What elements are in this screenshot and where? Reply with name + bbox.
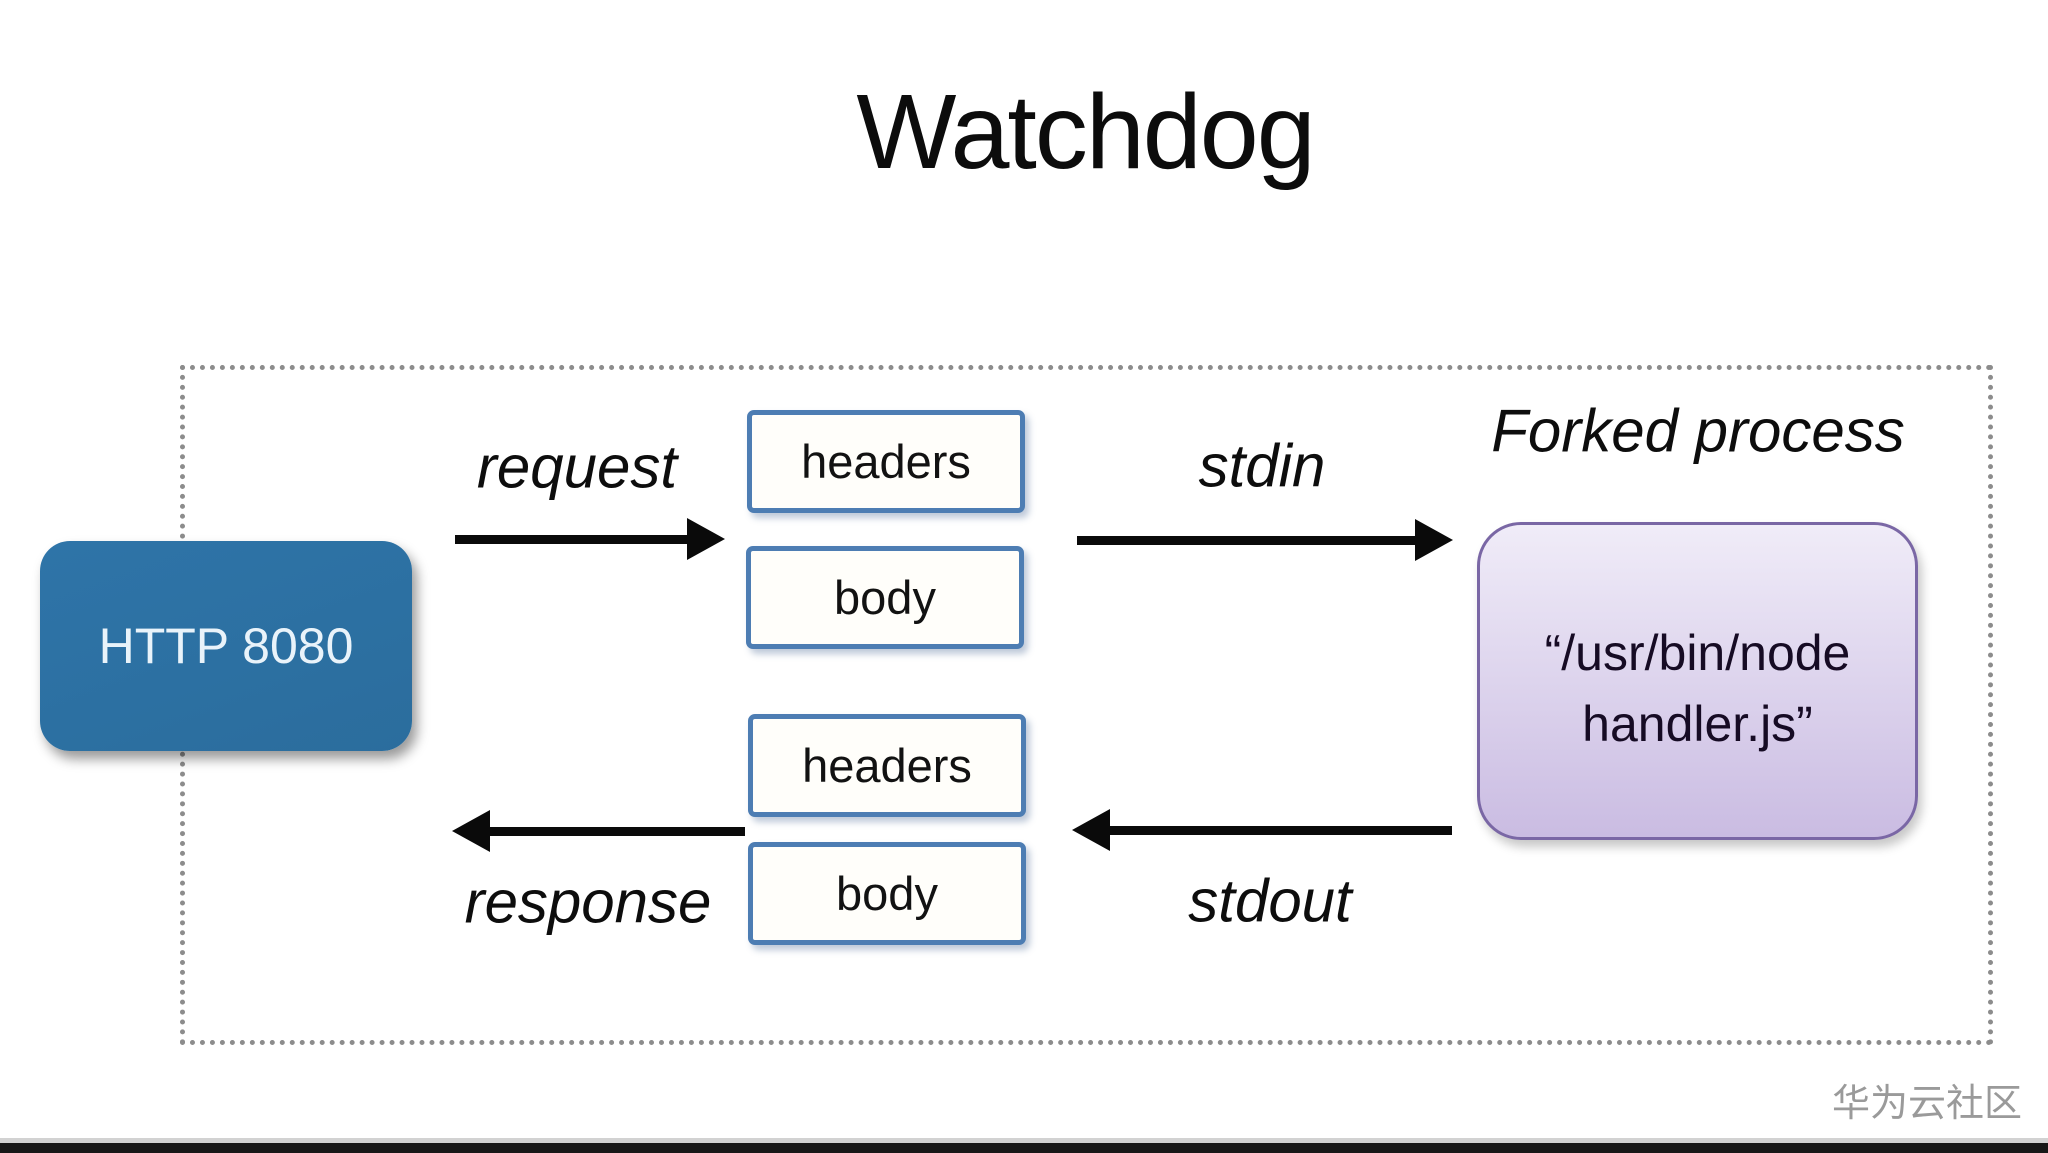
bottom-edge-bar [0, 1143, 2048, 1153]
response-headers-label: headers [802, 739, 972, 792]
forked-process-command-line1: “/usr/bin/node [1544, 625, 1851, 681]
response-arrowhead-icon [452, 810, 490, 852]
request-arrowhead-icon [687, 518, 725, 560]
request-label: request [476, 433, 678, 501]
response-body-label: body [836, 867, 938, 920]
request-headers-label: headers [801, 435, 971, 488]
forked-process-command-line2: handler.js” [1582, 696, 1813, 752]
stdout-arrowhead-icon [1072, 809, 1110, 851]
http-server-label: HTTP 8080 [98, 618, 354, 674]
stdin-label: stdin [1198, 432, 1326, 500]
response-body-box: body [748, 842, 1026, 945]
request-body-label: body [834, 571, 936, 624]
page-title: Watchdog [856, 73, 1315, 191]
stdout-arrow-shaft [1108, 826, 1452, 835]
stdin-arrowhead-icon [1415, 519, 1453, 561]
http-server-box: HTTP 8080 [40, 541, 412, 751]
stdin-arrow-shaft [1077, 536, 1417, 545]
request-headers-box: headers [747, 410, 1025, 513]
forked-process-box: “/usr/bin/node handler.js” [1477, 522, 1918, 840]
response-label: response [464, 868, 712, 936]
forked-process-title: Forked process [1491, 397, 1905, 465]
request-arrow-shaft [455, 535, 689, 544]
request-body-box: body [746, 546, 1024, 649]
watermark: 华为云社区 [1831, 1083, 2022, 1125]
response-arrow-shaft [488, 827, 745, 836]
response-headers-box: headers [748, 714, 1026, 817]
stdout-label: stdout [1188, 867, 1352, 935]
bottom-edge-highlight [0, 1138, 2048, 1143]
